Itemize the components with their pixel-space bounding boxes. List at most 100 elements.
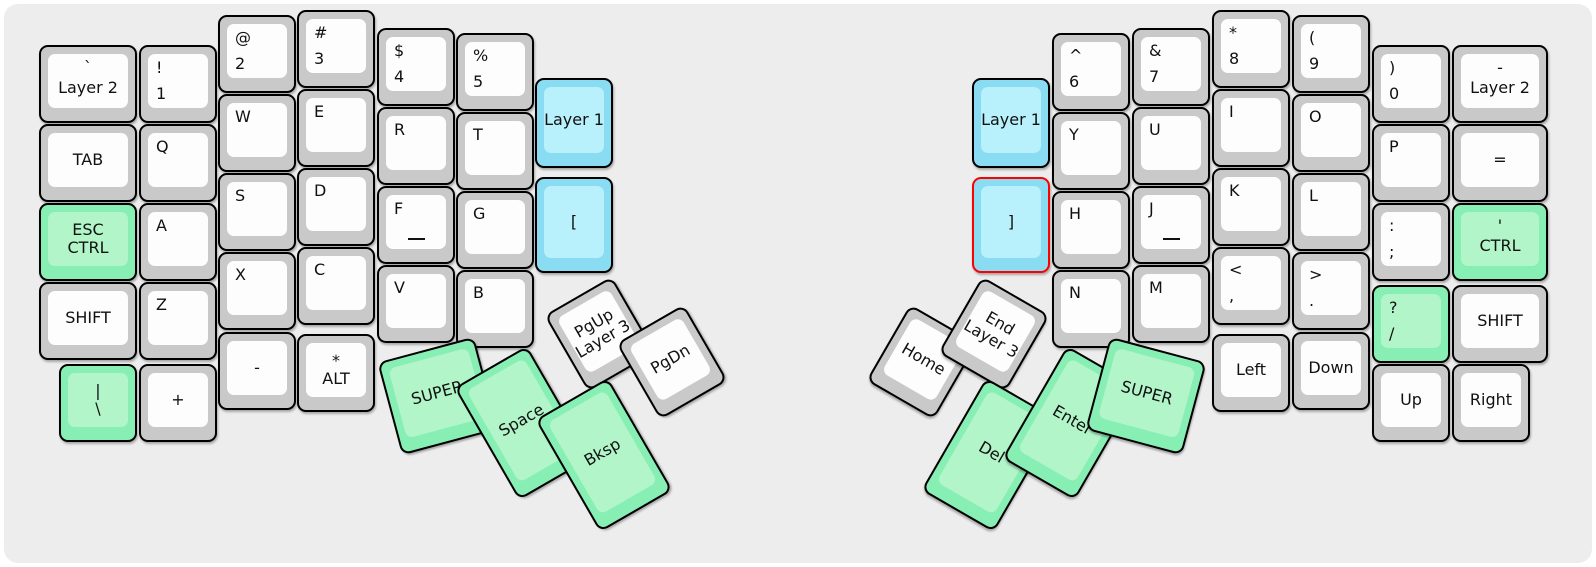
key-l-c5-r3[interactable]: F <box>377 186 455 264</box>
keycap-top-surface <box>1221 177 1281 231</box>
key-r-c4-r5[interactable]: Left <box>1212 334 1290 412</box>
key-l-c3-r1[interactable]: @2 <box>218 15 296 93</box>
key-l-c7-r1[interactable]: Layer 1 <box>535 78 613 168</box>
key-r-c3-r1[interactable]: &7 <box>1132 28 1210 106</box>
key-l-c1-r4[interactable]: SHIFT <box>39 282 137 360</box>
keycap-top-surface <box>465 121 525 175</box>
key-r-c5-r1[interactable]: (9 <box>1292 15 1370 93</box>
key-r-c4-r1[interactable]: *8 <box>1212 10 1290 88</box>
key-l-c2-r4[interactable]: Z <box>139 282 217 360</box>
key-l-c7-r2[interactable]: [ <box>535 177 613 273</box>
keycap-top-surface <box>465 200 525 254</box>
key-r-c6-r4[interactable]: ?/ <box>1372 285 1450 363</box>
key-r-c4-r3[interactable]: K <box>1212 168 1290 246</box>
key-l-c6-r2[interactable]: T <box>456 112 534 190</box>
keycap-top-surface <box>148 54 208 108</box>
keycap-top-surface <box>386 37 446 91</box>
key-r-c2-r3[interactable]: H <box>1052 191 1130 269</box>
key-r-c5-r5[interactable]: Down <box>1292 332 1370 410</box>
key-l-c1-r1[interactable]: `Layer 2 <box>39 45 137 123</box>
keycap-top-surface <box>465 42 525 96</box>
key-l-c1-r5[interactable]: |\ <box>59 364 137 442</box>
key-r-c7-r4[interactable]: SHIFT <box>1452 285 1548 363</box>
keycap-top-surface <box>148 291 208 345</box>
key-r-c3-r2[interactable]: U <box>1132 107 1210 185</box>
keycap-top-surface <box>1301 24 1361 78</box>
keycap-top-surface <box>1221 19 1281 73</box>
key-l-c3-r4[interactable]: X <box>218 252 296 330</box>
key-r-c7-r5[interactable]: Right <box>1452 364 1530 442</box>
keycap-top-surface <box>306 256 366 310</box>
key-r-c2-r1[interactable]: ^6 <box>1052 33 1130 111</box>
key-r-c7-r3[interactable]: 'CTRL <box>1452 203 1548 281</box>
keycap-top-surface <box>306 343 366 397</box>
key-l-c4-r2[interactable]: E <box>297 89 375 167</box>
keycap-top-surface <box>1221 343 1281 397</box>
key-r-c4-r4[interactable]: <, <box>1212 247 1290 325</box>
keycap-top-surface <box>1381 212 1441 266</box>
keycap-top-surface <box>1461 373 1521 427</box>
key-r-c1-r1[interactable]: Layer 1 <box>972 78 1050 168</box>
keycap-top-surface <box>386 116 446 170</box>
keycap-top-surface <box>544 87 604 153</box>
keycap-top-surface <box>953 288 1038 375</box>
key-r-c6-r2[interactable]: P <box>1372 124 1450 202</box>
key-l-c5-r1[interactable]: $4 <box>377 28 455 106</box>
keycap-top-surface <box>465 279 525 333</box>
keycap-top-surface <box>1381 133 1441 187</box>
key-l-c2-r3[interactable]: A <box>139 203 217 281</box>
key-l-c3-r3[interactable]: S <box>218 173 296 251</box>
keycap-top-surface <box>48 291 128 345</box>
key-r-c3-r3[interactable]: J <box>1132 186 1210 264</box>
keycap-top-surface <box>1061 279 1121 333</box>
key-l-c5-r2[interactable]: R <box>377 107 455 185</box>
key-r-c4-r2[interactable]: I <box>1212 89 1290 167</box>
key-l-c1-r2[interactable]: TAB <box>39 124 137 202</box>
key-r-c6-r5[interactable]: Up <box>1372 364 1450 442</box>
keycap-top-surface <box>68 373 128 427</box>
key-r-c6-r3[interactable]: :; <box>1372 203 1450 281</box>
key-r-c5-r4[interactable]: >. <box>1292 252 1370 330</box>
key-l-c4-r3[interactable]: D <box>297 168 375 246</box>
key-l-c2-r2[interactable]: Q <box>139 124 217 202</box>
key-r-c5-r2[interactable]: O <box>1292 94 1370 172</box>
keycap-top-surface <box>386 195 446 249</box>
key-r-c7-r1[interactable]: -Layer 2 <box>1452 45 1548 123</box>
key-r-c5-r3[interactable]: L <box>1292 173 1370 251</box>
key-l-c3-r2[interactable]: W <box>218 94 296 172</box>
key-r-c3-r4[interactable]: M <box>1132 265 1210 343</box>
keycap-top-surface <box>981 87 1041 153</box>
keycap-top-surface <box>48 212 128 266</box>
key-r-c1-r2[interactable]: ] <box>972 177 1050 273</box>
key-l-c6-r1[interactable]: %5 <box>456 33 534 111</box>
key-r-c6-r1[interactable]: )0 <box>1372 45 1450 123</box>
keycap-top-surface <box>1381 373 1441 427</box>
keycap-top-surface <box>1097 347 1196 439</box>
key-l-c3-r5[interactable]: - <box>218 332 296 410</box>
key-r-c7-r2[interactable]: = <box>1452 124 1548 202</box>
keycap-top-surface <box>386 274 446 328</box>
key-l-c2-r1[interactable]: !1 <box>139 45 217 123</box>
key-l-c4-r1[interactable]: #3 <box>297 10 375 88</box>
keycap-top-surface <box>1461 212 1539 266</box>
keycap-top-surface <box>1301 103 1361 157</box>
keycap-top-surface <box>544 186 604 258</box>
keycap-top-surface <box>1141 116 1201 170</box>
key-r-c2-r2[interactable]: Y <box>1052 112 1130 190</box>
key-l-c6-r3[interactable]: G <box>456 191 534 269</box>
key-l-c5-r4[interactable]: V <box>377 265 455 343</box>
key-r-c2-r4[interactable]: N <box>1052 270 1130 348</box>
keycap-top-surface <box>48 54 128 108</box>
key-l-c2-r5[interactable]: + <box>139 364 217 442</box>
keycap-top-surface <box>48 133 128 187</box>
key-l-c6-r4[interactable]: B <box>456 270 534 348</box>
keycap-top-surface <box>1061 42 1121 96</box>
keycap-top-surface <box>1061 121 1121 175</box>
keycap-top-surface <box>148 373 208 427</box>
key-l-c4-r4[interactable]: C <box>297 247 375 325</box>
keycap-top-surface <box>1301 261 1361 315</box>
keycap-top-surface <box>306 177 366 231</box>
key-l-c4-r5[interactable]: *ALT <box>297 334 375 412</box>
